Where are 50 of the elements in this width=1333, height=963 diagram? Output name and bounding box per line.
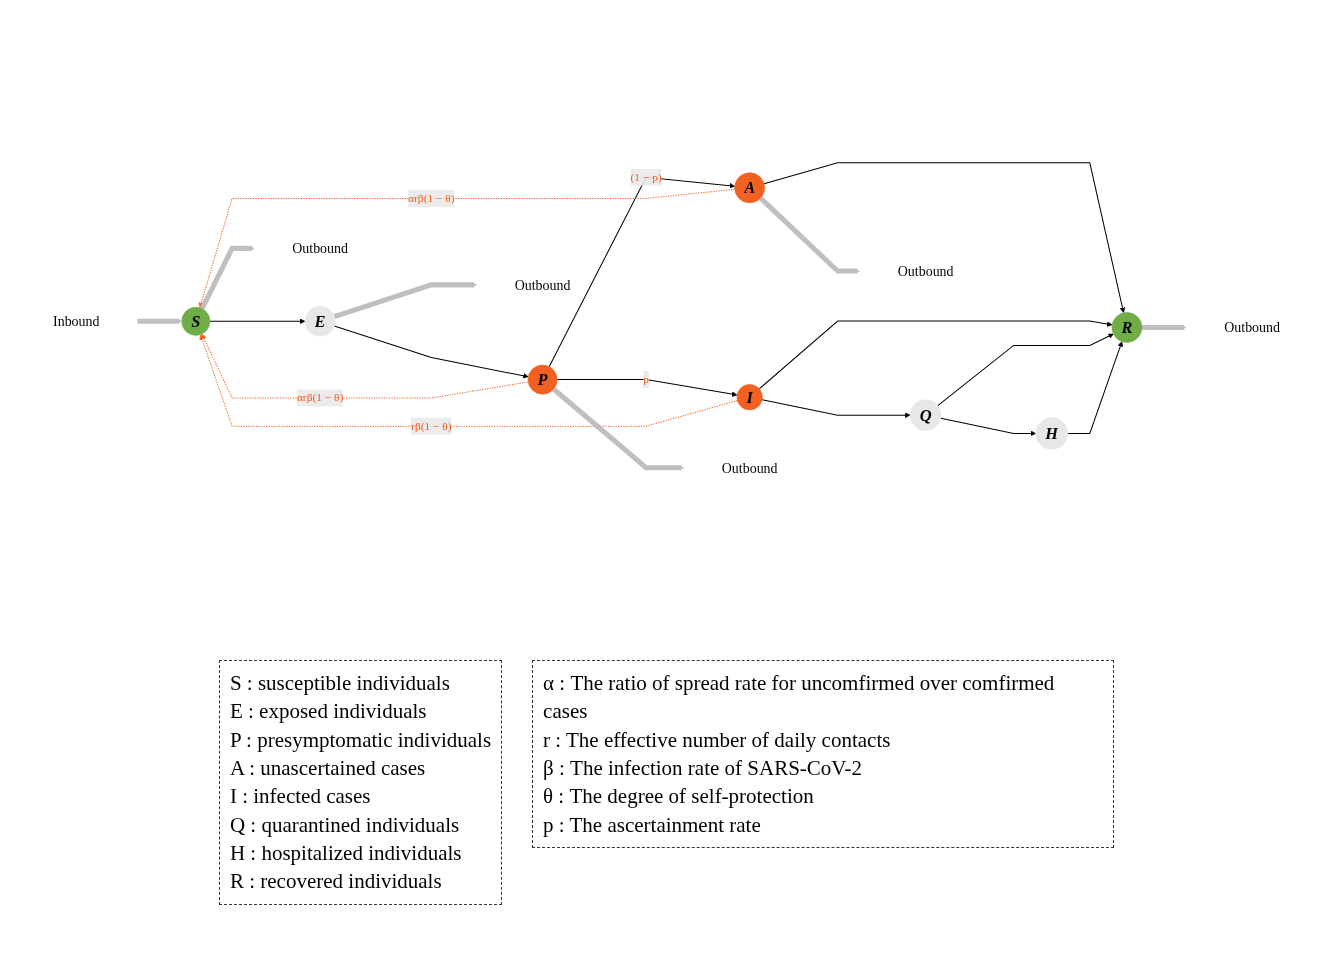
parameter-definition: θ : The degree of self-protection [543,783,815,811]
parameter-definition: r : The effective number of daily contacts [543,726,892,754]
edge-label: p [643,372,649,386]
parameter-definition: p : The ascertainment rate [543,811,762,839]
edge-label: (1 − p) [630,170,662,184]
node-text: Outbound [1224,319,1280,336]
arrow [1067,341,1123,434]
symbol-definition: Q : quarantined individuals [229,811,461,839]
symbol-definition: P : presymptomatic individuals [229,726,492,754]
node-text: Outbound [514,276,571,293]
arrow [758,320,1113,390]
arrow [333,325,529,379]
arrow [137,318,183,325]
node-circle: H [1035,417,1068,450]
arrow [556,379,738,397]
symbol-definition: I : infected cases [229,783,372,811]
edge-label: αrβ(1 − θ) [408,191,455,205]
node-circle: R [1111,312,1143,343]
node-circle: A [734,172,765,204]
arrow [763,162,1126,314]
node-circle: I [736,384,763,411]
node-circle: P [527,364,558,395]
symbol-definition: S : susceptible individuals [229,670,451,697]
arrow [201,333,529,399]
node-text: Outbound [292,240,348,257]
arrow [199,245,255,310]
node-text: Outbound [897,263,954,279]
edge-label: rβ(1 − θ) [411,419,452,433]
arrow [551,387,685,471]
parameter-definition: β : The infection rate of SARS-CoV-2 [543,755,864,783]
node-circle: E [304,306,336,337]
arrow [758,196,861,274]
edge-label: αrβ(1 − θ) [296,391,344,404]
symbol-definition: E : exposed individuals [229,698,428,726]
symbol-definition: R : recovered individuals [229,868,443,896]
node-text: Inbound [53,313,100,330]
arrow [548,176,735,368]
node-text: Outbound [721,459,778,476]
node-circle: S [181,306,211,336]
arrow [198,188,736,309]
node-circle: Q [909,399,942,431]
arrow [761,399,911,418]
arrow [940,417,1037,437]
arrow [1141,324,1187,331]
arrow [199,334,738,427]
symbol-definition: H : hospitalized individuals [229,840,463,868]
symbol-definition: A : unascertained cases [229,755,427,783]
arrow [209,318,306,325]
arrow [333,282,477,320]
arrow [937,333,1114,407]
